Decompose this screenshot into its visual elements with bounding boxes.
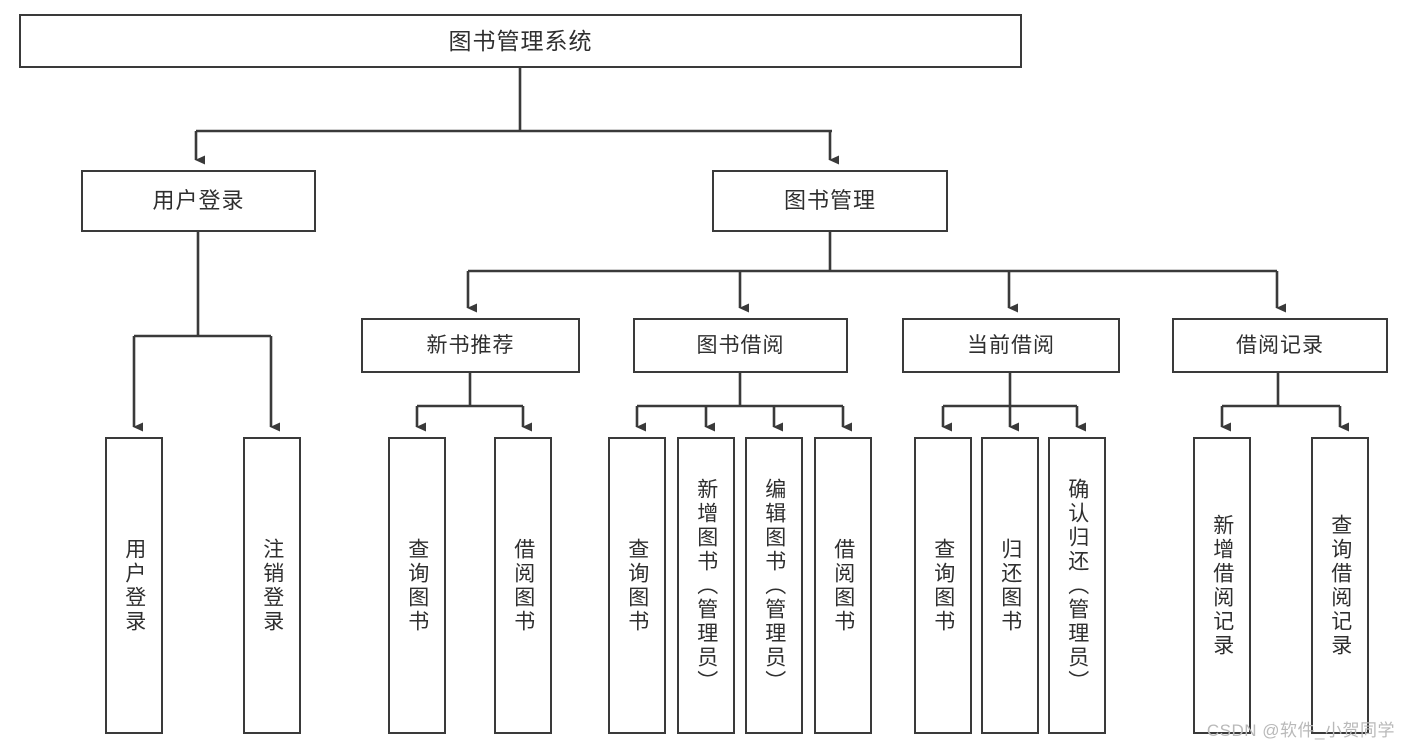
leaf-label: 借阅图书 [511,537,535,634]
node-new-book-recommend[interactable]: 新书推荐 [361,318,580,373]
leaf-label: 注销登录 [260,537,284,634]
leaf-borrow-book-newbook[interactable]: 借阅图书 [494,437,552,734]
leaf-label: 借阅图书 [831,537,855,634]
leaf-return-book[interactable]: 归还图书 [981,437,1039,734]
leaf-label: 编辑图书（管理员） [762,477,786,694]
leaf-label: 确认归还（管理员） [1065,477,1089,694]
node-label: 用户登录 [152,188,245,213]
node-label: 新书推荐 [426,334,515,357]
leaf-query-book-newbook[interactable]: 查询图书 [388,437,446,734]
leaf-query-book-borrow[interactable]: 查询图书 [608,437,666,734]
leaf-label: 用户登录 [122,537,146,634]
leaf-query-borrow-record[interactable]: 查询借阅记录 [1311,437,1369,734]
leaf-logout[interactable]: 注销登录 [243,437,301,734]
node-book-management[interactable]: 图书管理 [712,170,948,232]
leaf-query-book-current[interactable]: 查询图书 [914,437,972,734]
node-label: 当前借阅 [967,334,1055,357]
leaf-edit-book-admin[interactable]: 编辑图书（管理员） [745,437,803,734]
leaf-borrow-book[interactable]: 借阅图书 [814,437,872,734]
node-user-login[interactable]: 用户登录 [81,170,316,232]
node-book-borrow[interactable]: 图书借阅 [633,318,848,373]
leaf-label: 查询借阅记录 [1328,513,1352,658]
leaf-label: 新增借阅记录 [1210,513,1234,658]
watermark-text: CSDN @软件_小贺同学 [1206,721,1395,740]
node-label: 借阅记录 [1236,334,1324,357]
node-label: 图书借阅 [696,334,785,357]
node-label: 图书管理系统 [448,27,593,54]
node-borrow-record[interactable]: 借阅记录 [1172,318,1388,373]
leaf-user-login[interactable]: 用户登录 [105,437,163,734]
node-current-borrow[interactable]: 当前借阅 [902,318,1120,373]
leaf-label: 查询图书 [405,537,429,634]
leaf-confirm-return-admin[interactable]: 确认归还（管理员） [1048,437,1106,734]
node-label: 图书管理 [783,188,876,213]
leaf-add-borrow-record[interactable]: 新增借阅记录 [1193,437,1251,734]
node-root-system[interactable]: 图书管理系统 [19,14,1022,68]
leaf-label: 新增图书（管理员） [694,477,718,694]
leaf-add-book-admin[interactable]: 新增图书（管理员） [677,437,735,734]
leaf-label: 归还图书 [998,537,1022,634]
leaf-label: 查询图书 [625,537,649,634]
leaf-label: 查询图书 [931,537,955,634]
